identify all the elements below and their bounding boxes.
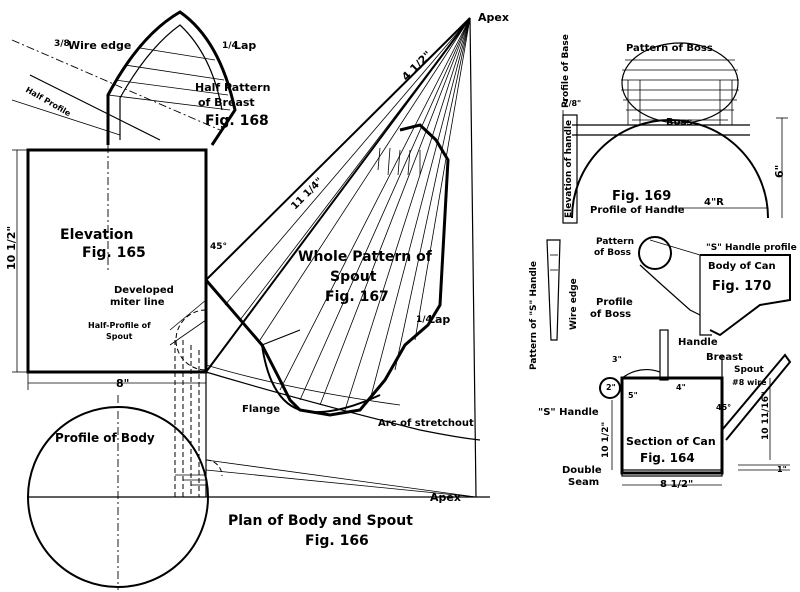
spout-pattern-outline [204,123,481,441]
profile-of-body-circle [27,395,490,590]
profile-handle-label: Profile of Handle [590,205,685,216]
six-in-label: 6" [773,164,786,178]
forty-five-label: 45° [716,403,732,412]
lap-top-label: Lap [234,39,257,52]
spout-label: Spout [734,365,764,375]
four-r-label: 4"R [704,197,724,208]
developed-miter-2: miter line [110,297,165,308]
elevation-body [26,148,208,374]
s-handle-profile-label: "S" Handle profile [706,243,797,253]
dim-width-elevation [27,372,206,390]
spout-top-hatching [377,147,421,176]
profile-of-boss-1: Profile [596,297,633,308]
half-pattern-breast-2: of Breast [198,96,255,109]
lap-mid-frac: 1/4 [416,315,432,325]
apex-label-top: Apex [478,11,509,24]
developed-miter-1: Developed [114,285,174,296]
half-profile-spout [169,299,207,371]
fig170-caption: Fig. 170 [712,279,772,294]
fig169-dome [571,42,769,219]
dim-6in [776,117,788,218]
two-in-label: 2" [606,383,616,392]
handle-label: Handle [678,337,718,348]
wire-edge-frac: 3/8 [54,39,70,49]
pattern-s-handle-label: Pattern of "S" Handle [529,261,539,370]
half-profile-spout-2: Spout [106,332,133,341]
spout-fan [205,17,477,498]
pattern-of-boss-2b: of Boss [594,248,631,258]
elevation-title: Elevation [60,227,134,243]
fig167-caption: Fig. 167 [325,289,389,305]
section-of-can [599,329,792,477]
body-of-can-label: Body of Can [708,261,776,272]
elevation-fig: Fig. 165 [82,245,146,261]
dim-height-elevation [12,149,28,373]
eight-half-label: 8 1/2" [660,479,694,490]
profile-of-base-label: Profile of Base [561,34,571,108]
whole-pattern-2: Spout [330,269,377,285]
plan-caption: Plan of Body and Spout [228,513,413,529]
section-can-label: Section of Can [626,435,716,448]
plan-half-profile [205,459,223,477]
ten-eleven-sixteenths-label: 10 11/16" [761,391,771,440]
ten-half-label: 10 1/2" [601,421,611,458]
profile-body-label: Profile of Body [55,431,155,445]
four-in-label: 4" [676,383,686,392]
seven-eighths-label: 7/8" [563,99,582,108]
breast-label: Breast [706,352,743,363]
s-handle-label: "S" Handle [538,407,599,418]
wire-edge-label: Wire edge [68,39,132,52]
lap-mid-label: Lap [428,313,451,326]
pattern-of-boss-label: Pattern of Boss [626,43,713,54]
half-pattern-breast-1: Half Pattern [195,81,271,94]
wire-edge-2-label: Wire edge [569,278,579,330]
double-seam-2: Seam [568,477,600,488]
three-in-label: 3" [612,355,622,364]
lap-top-frac: 1/4 [222,41,238,51]
apex-label-bottom: Apex [430,491,461,504]
plan-fig: Fig. 166 [305,533,369,549]
five-in-label: 5" [628,391,638,400]
flange-label: Flange [242,404,281,415]
half-profile-spout-1: Half-Profile of [88,321,151,330]
profile-of-boss-2: of Boss [590,309,632,320]
breast-pattern [11,10,237,270]
angle-45-elev: 45° [210,242,228,252]
flange-curve [261,344,381,414]
arc-stretchout-label: Arc of stretchout [378,418,474,429]
spout-pattern-rays [224,17,471,411]
whole-pattern-1: Whole Pattern of [298,249,432,265]
double-seam-1: Double [562,465,602,476]
one-in-label: 1" [777,465,787,474]
body-of-can-fig170 [638,236,791,337]
fig169-caption: Fig. 169 [612,189,672,204]
wire-8-label: #8 wire [732,378,767,387]
boss-label: Boss [666,117,693,128]
handle-strip [562,114,578,224]
projection-lines [174,340,207,497]
section-dims [611,378,790,486]
width-8: 8" [116,377,130,390]
pattern-of-boss-2a: Pattern [596,237,634,247]
fig168-caption: Fig. 168 [205,113,269,129]
elevation-of-handle-label: Elevation of handle [564,119,574,218]
height-10-1-2: 10 1/2" [5,225,18,270]
s-handle-pattern [546,239,561,341]
fig164-caption: Fig. 164 [640,451,695,465]
